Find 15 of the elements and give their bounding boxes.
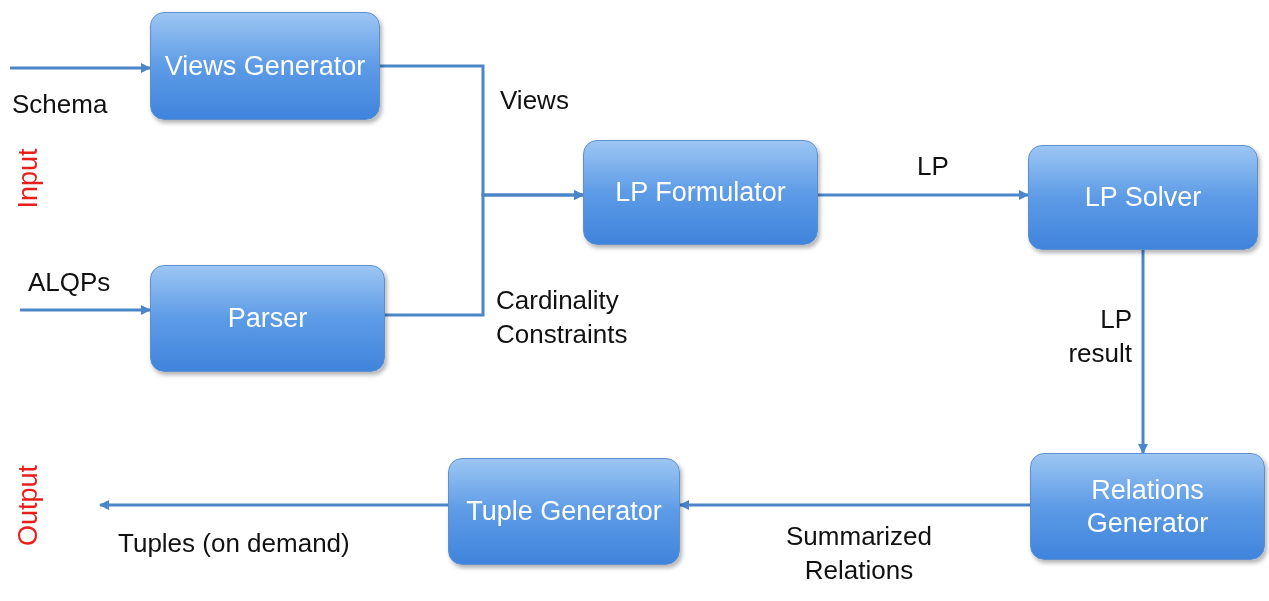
side-label: Input: [12, 148, 44, 209]
process-box: Parser: [150, 265, 385, 372]
arrow: [385, 190, 584, 317]
arrow: [818, 190, 1029, 200]
process-box: Views Generator: [150, 12, 380, 120]
process-box: LP Solver: [1028, 145, 1258, 250]
process-box: Relations Generator: [1030, 453, 1265, 560]
process-box: Tuple Generator: [448, 458, 680, 565]
arrow: [20, 305, 151, 315]
arrow: [99, 500, 448, 510]
arrow: [1138, 250, 1148, 454]
arrow: [10, 63, 151, 73]
arrow: [679, 500, 1030, 510]
process-box: LP Formulator: [583, 140, 818, 245]
side-label: Output: [13, 464, 45, 547]
